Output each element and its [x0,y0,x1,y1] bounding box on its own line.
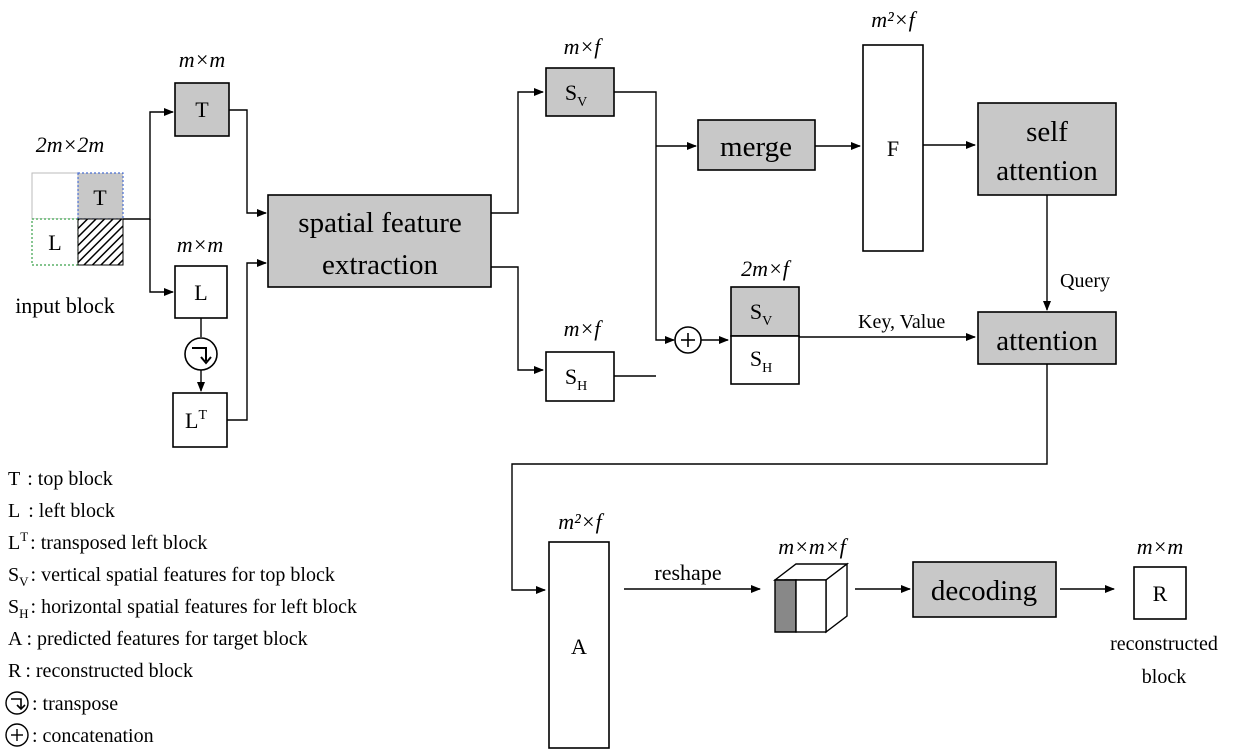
input-block: T L [31,172,124,266]
concat-dims-label: 2m×f [741,256,792,281]
LT-to-sfe-arrow [227,259,267,421]
legend-item-LT: LT: transposed left block [8,529,207,554]
T-box-label: T [195,97,209,122]
R-caption-line1: reconstructed [1110,633,1218,655]
SH-dims-label: m×f [564,316,604,341]
input-top-cell [77,172,124,220]
concat-icon [674,326,702,354]
F-box-label: F [887,136,899,161]
L-box-label: L [194,280,207,305]
F-box [862,44,924,252]
SV-to-concat-line [614,91,675,344]
input-to-L-arrow [149,219,174,296]
SH-box-label: SH [565,364,587,394]
legend-item-T: T: top block [8,468,113,490]
L-dims-label: m×m [177,232,224,257]
input-to-T-arrow [123,108,174,220]
R-dims-label: m×m [1137,534,1184,559]
legend-item-SH: SH: horizontal spatial features for left… [8,596,357,621]
T-dims-label: m×m [179,47,226,72]
concat-SH-box [730,335,800,385]
R-caption-line2: block [1142,666,1186,688]
legend-item-concatenation: : concatenation [32,725,154,747]
reshape-label: reshape [654,560,721,585]
R-box [1133,566,1187,620]
R-box-label: R [1153,581,1168,606]
concat-SV-box [730,286,800,337]
query-label: Query [1060,270,1110,292]
sfe-to-SH-arrow [491,266,544,374]
merge-box [697,119,816,171]
legend-item-SV: SV: vertical spatial features for top bl… [8,564,335,589]
input-top-cell-label: T [93,185,107,210]
legend-item-L: L: left block [8,500,115,522]
SV-box-label: SV [565,80,587,110]
attention-to-A-arrow [511,364,1048,594]
legend-item-transpose: : transpose [32,693,118,715]
A-box-label: A [571,634,587,659]
transpose-icon [184,337,218,371]
sfe-to-SV-arrow [491,88,544,214]
self-attention-line1: self [1026,116,1068,148]
decoding-label: decoding [931,575,1037,607]
input-caption: input block [15,293,115,318]
LT-box-label: LT [185,408,207,433]
concat-SV-label: SV [750,299,772,329]
attention-box [977,311,1117,365]
SH-box [545,351,615,402]
input-left-cell-label: L [48,230,61,255]
input-empty-cell [31,172,79,220]
F-dims-label: m²×f [871,7,917,32]
input-target-cell [77,218,124,266]
legend-item-R: R: reconstructed block [8,660,193,682]
input-left-cell [31,218,79,266]
SV-box [545,67,615,117]
spatial-feature-extraction-box [267,194,492,288]
T-to-sfe-arrow [229,109,267,217]
concat-SH-label: SH [750,346,772,376]
feature-cube [772,562,850,634]
merge-label: merge [720,131,792,163]
key-value-label: Key, Value [858,311,945,333]
A-box [548,541,610,749]
attention-label: attention [996,325,1098,357]
sfe-line2: extraction [322,249,438,281]
decoding-box [912,561,1057,618]
legend-item-A: A: predicted features for target block [8,628,308,650]
SV-dims-label: m×f [564,34,604,59]
legend-transpose-icon [5,691,29,715]
self-attention-line2: attention [996,155,1098,187]
T-box [174,82,230,137]
A-dims-label: m²×f [558,509,604,534]
cube-dims-label: m×m×f [778,534,848,559]
input-dims-label: 2m×2m [36,132,105,157]
legend-concat-icon [5,723,29,747]
self-attention-box [977,102,1117,196]
sfe-line1: spatial feature [298,207,461,239]
L-box [174,265,228,319]
legend: T: top block L: left block LT: transpose… [5,468,357,747]
